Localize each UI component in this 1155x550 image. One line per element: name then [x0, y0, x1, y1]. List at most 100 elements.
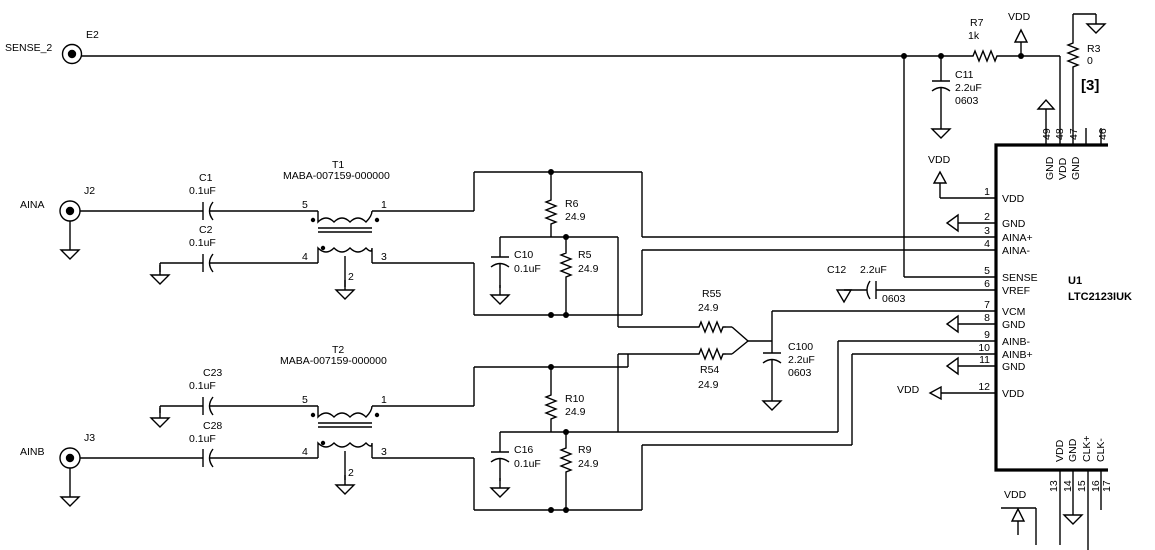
- svg-text:14: 14: [1062, 480, 1074, 492]
- connector-j2: AINA J2: [20, 185, 95, 260]
- ic-pin-number: 10: [978, 342, 990, 354]
- svg-text:0603: 0603: [882, 293, 906, 305]
- svg-text:C23: C23: [203, 367, 222, 379]
- svg-text:VDD: VDD: [897, 384, 920, 396]
- svg-text:0.1uF: 0.1uF: [189, 237, 216, 249]
- svg-text:VDD: VDD: [1004, 489, 1027, 501]
- svg-text:24.9: 24.9: [698, 379, 719, 391]
- gnd-pin2: [945, 213, 996, 233]
- capacitor-c28: C28 0.1uF: [189, 420, 318, 468]
- ic-pin-name: VDD: [1002, 193, 1025, 205]
- svg-text:R9: R9: [578, 444, 592, 456]
- ic-pin-name: VDD: [1002, 388, 1025, 400]
- svg-text:48: 48: [1054, 128, 1066, 140]
- svg-text:5: 5: [302, 199, 308, 211]
- svg-text:2.2uF: 2.2uF: [955, 82, 982, 94]
- svg-text:C10: C10: [514, 249, 533, 261]
- sheet-reference: [3]: [1081, 77, 1099, 94]
- resistor-r55: R55 24.9: [618, 288, 732, 333]
- svg-text:CLK+: CLK+: [1081, 435, 1093, 462]
- capacitor-c1: C1 0.1uF: [189, 172, 318, 221]
- transformer-t2: T2 MABA-007159-000000 5 1 4 3 2: [280, 344, 387, 495]
- vdd-pin12: VDD: [897, 384, 996, 401]
- resistor-r6: R6 24.9: [545, 196, 586, 228]
- svg-text:C100: C100: [788, 341, 813, 353]
- ic-pin-number: 2: [984, 211, 990, 223]
- svg-text:0.1uF: 0.1uF: [189, 380, 216, 392]
- svg-text:0.1uF: 0.1uF: [514, 458, 541, 470]
- svg-text:1: 1: [381, 394, 387, 406]
- ic-pin-number: 12: [978, 381, 990, 393]
- ic-pin-number: 9: [984, 329, 990, 341]
- svg-text:0.1uF: 0.1uF: [514, 263, 541, 275]
- svg-text:5: 5: [302, 394, 308, 406]
- svg-text:C16: C16: [514, 444, 533, 456]
- connector-j3: AINB J3: [20, 432, 95, 507]
- svg-text:0: 0: [1087, 55, 1093, 67]
- ic-pin-number: 6: [984, 278, 990, 290]
- svg-text:J2: J2: [84, 185, 95, 197]
- capacitor-c12: C12 2.2uF 0603: [827, 264, 996, 305]
- svg-text:LTC2123IUK: LTC2123IUK: [1068, 291, 1132, 303]
- ic-u1: U1 LTC2123IUK: [994, 143, 1132, 472]
- svg-text:15: 15: [1076, 480, 1088, 492]
- ic-pin-name: AINA+: [1002, 232, 1033, 244]
- ic-pin-number: 4: [984, 238, 990, 250]
- svg-text:J3: J3: [84, 432, 95, 444]
- ref-e2: E2: [86, 29, 99, 41]
- svg-text:C28: C28: [203, 420, 222, 432]
- svg-text:T1: T1: [332, 159, 344, 171]
- svg-text:MABA-007159-000000: MABA-007159-000000: [283, 170, 390, 182]
- svg-text:T2: T2: [332, 344, 344, 356]
- svg-text:VDD: VDD: [1054, 439, 1066, 462]
- ic-pin-number: 11: [979, 354, 990, 366]
- svg-text:17: 17: [1101, 480, 1113, 492]
- svg-text:GND: GND: [1067, 438, 1079, 462]
- svg-text:VDD: VDD: [1008, 11, 1031, 23]
- svg-text:24.9: 24.9: [565, 211, 586, 223]
- svg-text:0603: 0603: [955, 95, 979, 107]
- resistor-r10: R10 24.9: [545, 391, 586, 423]
- transformer-t1: T1 MABA-007159-000000 5 1 4 3 2: [283, 159, 390, 300]
- ic-pin-name: GND: [1002, 218, 1026, 230]
- svg-text:3: 3: [381, 251, 387, 263]
- resistor-r7: R7 1k: [968, 17, 1060, 62]
- net-label-ainb: AINB: [20, 446, 45, 458]
- ic-pin-name: SENSE: [1002, 272, 1038, 284]
- wire-r55-r54-join: [731, 326, 750, 355]
- svg-text:13: 13: [1048, 480, 1060, 492]
- svg-text:0.1uF: 0.1uF: [189, 185, 216, 197]
- ic-pin-name: VCM: [1002, 306, 1025, 318]
- svg-text:R10: R10: [565, 393, 584, 405]
- svg-text:1k: 1k: [968, 30, 980, 42]
- ic-pin-number: 8: [984, 312, 990, 324]
- net-label-sense2: SENSE_2: [5, 42, 52, 54]
- svg-text:R6: R6: [565, 198, 579, 210]
- svg-text:CLK-: CLK-: [1095, 438, 1107, 462]
- ic-pin-name: GND: [1002, 361, 1026, 373]
- resistor-r5: R5 24.9: [560, 249, 599, 281]
- svg-text:U1: U1: [1068, 275, 1082, 287]
- svg-text:VDD: VDD: [928, 154, 951, 166]
- vdd-symbol: VDD: [1004, 489, 1027, 536]
- svg-text:R54: R54: [700, 364, 719, 376]
- svg-text:2: 2: [348, 467, 354, 479]
- ic-pin-name: GND: [1002, 319, 1026, 331]
- network-a: [473, 169, 996, 318]
- gnd-pin11: [945, 356, 996, 376]
- svg-text:49: 49: [1041, 128, 1053, 140]
- svg-text:4: 4: [302, 251, 308, 263]
- ic-pin-number: 7: [984, 299, 990, 311]
- svg-text:24.9: 24.9: [578, 263, 599, 275]
- vdd-symbol: VDD: [1008, 11, 1031, 57]
- svg-text:R3: R3: [1087, 43, 1101, 55]
- svg-text:MABA-007159-000000: MABA-007159-000000: [280, 355, 387, 367]
- resistor-r54: R54 24.9: [618, 348, 732, 391]
- ic-pin-number: 5: [984, 265, 990, 277]
- ic-pin-number: 1: [984, 186, 990, 198]
- resistor-r3: R3 0: [1067, 13, 1106, 145]
- capacitor-c23: C23 0.1uF: [150, 367, 318, 428]
- svg-text:1: 1: [381, 199, 387, 211]
